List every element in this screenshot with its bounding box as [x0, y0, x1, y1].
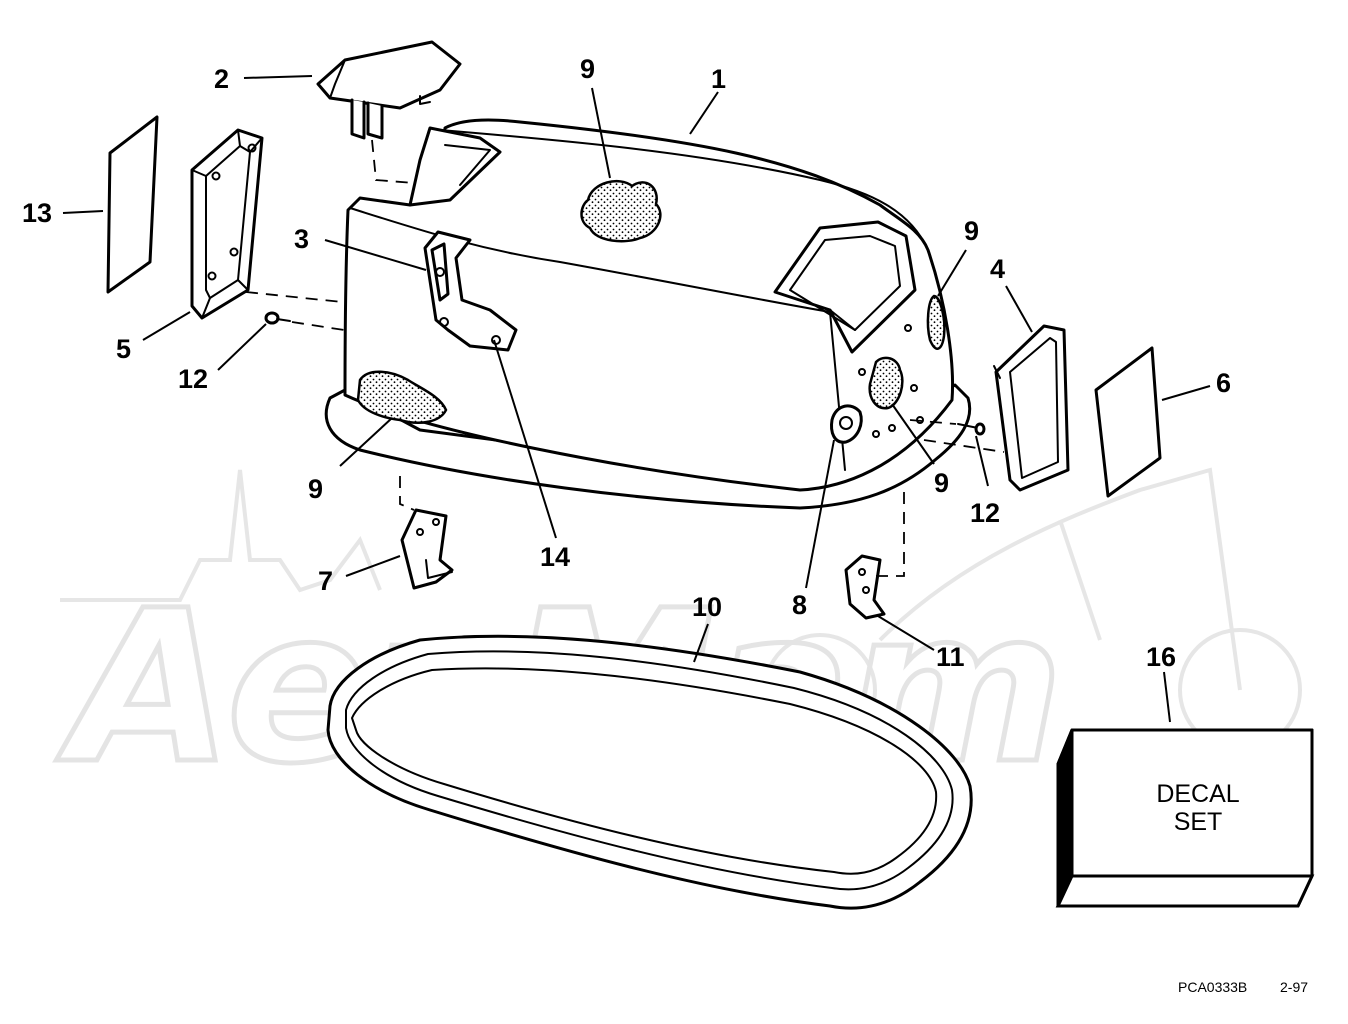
leader-12-left: [217, 323, 267, 371]
part-5-side-frame: [190, 128, 264, 320]
part-8-grommet: [830, 404, 863, 444]
leader-6: [1161, 385, 1211, 401]
leader-12-right: [975, 435, 989, 487]
part-7-bracket: [400, 508, 454, 590]
part-4-side-frame: [993, 324, 1070, 492]
callout-4: 4: [990, 254, 1005, 284]
part-9-foam-vent: [868, 356, 904, 410]
callout-12-left: 12: [178, 364, 208, 394]
part-12-screw-right: [957, 422, 986, 436]
callout-9-right-side: 9: [964, 216, 979, 246]
decal-label-line2: SET: [1174, 808, 1223, 836]
callout-8: 8: [792, 590, 807, 620]
part-9-foam-top: [580, 180, 662, 243]
callout-3: 3: [294, 224, 309, 254]
part-3-latch-cutaway: [423, 230, 518, 352]
part-9-foam-left: [356, 370, 448, 424]
part-13-side-decal: [106, 115, 159, 294]
dash-4-to-cover: [923, 439, 1005, 453]
callout-14: 14: [540, 542, 570, 572]
watermark-skyline: [60, 469, 382, 602]
callout-11: 11: [936, 642, 965, 672]
leader-3: [324, 239, 427, 271]
leader-10: [693, 623, 709, 663]
part-9-foam-right-side: [926, 294, 946, 350]
dash-11-to-cover: [876, 490, 905, 577]
leader-8: [805, 439, 835, 589]
callout-9-left: 9: [308, 474, 323, 504]
dash-12-right: [909, 419, 957, 425]
footer-date: 2-97: [1280, 979, 1308, 995]
leader-13: [62, 210, 104, 214]
callout-16: 16: [1146, 642, 1176, 672]
part-11-bracket: [844, 554, 886, 620]
watermark-motorcycle-frame: [878, 467, 1242, 691]
callout-7: 7: [318, 566, 333, 596]
leader-14: [493, 339, 557, 539]
callout-13: 13: [22, 198, 52, 228]
part-6-side-decal: [1094, 346, 1162, 498]
footer-part-code: PCA0333B: [1178, 979, 1247, 995]
leader-9-vent: [891, 403, 935, 465]
leader-16: [1163, 671, 1171, 723]
leader-9-left: [339, 417, 393, 467]
part-10-gasket: [326, 634, 973, 910]
dash-7-to-cover: [399, 476, 415, 511]
callout-labels: 1 2 3 4 5 6 7 8 9 9 9 9 10 11 12 12 13 1…: [22, 54, 1231, 672]
callout-6: 6: [1216, 368, 1231, 398]
leader-9-right-side: [937, 249, 967, 297]
decal-label-line1: DECAL: [1156, 780, 1239, 808]
leader-2: [243, 75, 313, 79]
callout-9-vent: 9: [934, 468, 949, 498]
callout-2: 2: [214, 64, 229, 94]
callout-10: 10: [692, 592, 722, 622]
leader-4: [1005, 285, 1033, 333]
part-2-handle: [316, 40, 462, 140]
dash-12-to-cover: [291, 321, 345, 331]
leader-9-top: [591, 87, 611, 179]
callout-1: 1: [711, 64, 726, 94]
callout-12-right: 12: [970, 498, 1000, 528]
part-16-decal-set-box: DECAL SET: [1055, 728, 1315, 908]
leader-7: [345, 555, 401, 577]
callout-9-top: 9: [580, 54, 595, 84]
leader-5: [142, 311, 191, 341]
part-1-engine-cover: [324, 118, 972, 510]
dash-5-to-cover: [245, 291, 343, 303]
leader-1: [689, 91, 719, 135]
callout-5: 5: [116, 334, 131, 364]
part-12-screw-left: [264, 311, 291, 325]
leader-11: [877, 615, 935, 651]
